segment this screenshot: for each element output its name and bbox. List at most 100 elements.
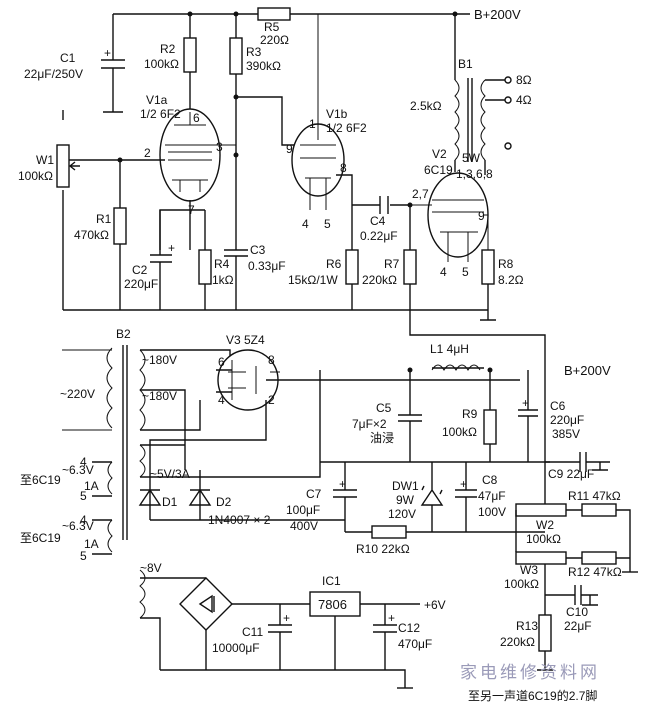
label-c5-note: 油浸 bbox=[370, 431, 394, 445]
label-r11: R11 47kΩ bbox=[568, 489, 621, 503]
svg-text:+: + bbox=[283, 611, 290, 625]
label-c3-val: 0.33μF bbox=[248, 259, 286, 273]
label-a1a: 1A bbox=[84, 479, 99, 493]
label-r13-val: 220kΩ bbox=[500, 635, 535, 649]
label-c11: C11 bbox=[242, 625, 263, 639]
w1-potentiometer bbox=[56, 144, 70, 188]
label-v2: V2 bbox=[432, 147, 447, 161]
label-v63a: ~6.3V bbox=[62, 463, 94, 477]
label-ic1: IC1 bbox=[322, 574, 341, 588]
label-b200-top: B+200V bbox=[474, 7, 521, 22]
label-to6c19-a: 至6C19 bbox=[20, 473, 61, 487]
label-r6-val: 15kΩ/1W bbox=[288, 273, 338, 287]
pin-h2-5: 5 bbox=[80, 549, 87, 563]
svg-text:+: + bbox=[168, 241, 175, 255]
label-b200-bottom: B+200V bbox=[564, 363, 611, 378]
pin-v1b-4: 4 bbox=[302, 217, 309, 231]
label-b1-imp: 2.5kΩ bbox=[410, 99, 442, 113]
label-v1b: V1b bbox=[326, 107, 348, 121]
svg-text:+: + bbox=[339, 477, 346, 491]
pin-v3-8: 8 bbox=[268, 353, 275, 367]
b1-primary-coil bbox=[454, 79, 460, 161]
label-r3-val: 390kΩ bbox=[246, 59, 281, 73]
label-v8: ~8V bbox=[140, 561, 162, 575]
pin-h1-5: 5 bbox=[80, 489, 87, 503]
r7-resistor bbox=[403, 249, 417, 285]
label-d2: D2 bbox=[216, 495, 232, 509]
label-r4-val: 1kΩ bbox=[212, 273, 234, 287]
label-r5-val: 220Ω bbox=[260, 33, 289, 47]
label-c9: C9 22μF bbox=[548, 467, 594, 481]
label-b2: B2 bbox=[116, 327, 131, 341]
label-w3-val: 100kΩ bbox=[504, 577, 539, 591]
label-r7: R7 bbox=[384, 257, 400, 271]
component-labels: B+200V R5 220Ω C1 22μF/250V R2 100kΩ R3 … bbox=[18, 7, 622, 703]
label-c10-val: 22μF bbox=[564, 619, 592, 633]
label-r9: R9 bbox=[462, 407, 478, 421]
label-r7-val: 220kΩ bbox=[362, 273, 397, 287]
label-v180b: ~180V bbox=[142, 389, 177, 403]
label-v1b-type: 1/2 6F2 bbox=[326, 121, 367, 135]
label-b1-w: 5W bbox=[462, 151, 481, 165]
label-r4: R4 bbox=[214, 257, 230, 271]
label-c5: C5 bbox=[376, 401, 392, 415]
label-r1: R1 bbox=[96, 212, 112, 226]
pin-v1a-7: 7 bbox=[188, 203, 195, 217]
pin-v1b-9: 9 bbox=[286, 142, 293, 156]
b2-filament-5v bbox=[139, 444, 146, 478]
label-r10: R10 22kΩ bbox=[356, 542, 410, 556]
label-c7-v: 400V bbox=[290, 519, 318, 533]
label-c1: C1 bbox=[60, 51, 76, 65]
b2-8v-secondary bbox=[139, 569, 146, 619]
svg-text:+: + bbox=[104, 46, 111, 60]
label-dw1: DW1 bbox=[392, 479, 419, 493]
pin-v1b-1: 1 bbox=[309, 117, 316, 131]
label-c6-val: 220μF bbox=[550, 413, 584, 427]
pin-v2-9: 9 bbox=[478, 209, 485, 223]
label-d1: D1 bbox=[162, 495, 178, 509]
label-v2-pins: 1,3,6,8 bbox=[456, 167, 493, 181]
label-c4: C4 bbox=[370, 214, 386, 228]
label-d-type: 1N4007 × 2 bbox=[208, 513, 271, 527]
label-to6c19-b: 至6C19 bbox=[20, 531, 61, 545]
r4-resistor bbox=[198, 249, 212, 285]
svg-text:+: + bbox=[388, 611, 395, 625]
label-w3: W3 bbox=[520, 563, 538, 577]
label-v5: ~5V/3A bbox=[150, 467, 190, 481]
pin-v1a-3: 3 bbox=[216, 140, 223, 154]
label-c1-val: 22μF/250V bbox=[24, 67, 83, 81]
label-dw1-v: 120V bbox=[388, 507, 416, 521]
label-r9-val: 100kΩ bbox=[442, 425, 477, 439]
label-ic1-type: 7806 bbox=[318, 597, 347, 612]
label-c10: C10 bbox=[566, 605, 588, 619]
r6-resistor bbox=[345, 249, 359, 285]
amplifier-section: + + bbox=[56, 7, 546, 510]
label-r8-val: 8.2Ω bbox=[498, 273, 524, 287]
b2-heater-b bbox=[107, 519, 113, 553]
label-b1: B1 bbox=[458, 57, 473, 71]
pin-v1a-6: 6 bbox=[193, 111, 200, 125]
label-c2: C2 bbox=[132, 263, 148, 277]
label-c5-val: 7μF×2 bbox=[352, 417, 387, 431]
l1-choke bbox=[431, 364, 481, 371]
label-c8-v: 100V bbox=[478, 505, 506, 519]
r8-resistor bbox=[481, 249, 495, 285]
label-w2-val: 100kΩ bbox=[526, 532, 561, 546]
label-c6-v: 385V bbox=[552, 427, 580, 441]
label-w1-val: 100kΩ bbox=[18, 169, 53, 183]
label-r2-val: 100kΩ bbox=[144, 57, 179, 71]
label-r1-val: 470kΩ bbox=[74, 228, 109, 242]
pin-v2-5: 5 bbox=[462, 265, 469, 279]
label-a1b: 1A bbox=[84, 537, 99, 551]
caption: 至另一声道6C19的2.7脚 bbox=[468, 688, 597, 703]
label-c12: C12 bbox=[398, 621, 420, 635]
label-c7: C7 bbox=[306, 487, 322, 501]
label-c4-val: 0.22μF bbox=[360, 229, 398, 243]
label-c12-val: 470μF bbox=[398, 637, 432, 651]
r13-resistor bbox=[538, 614, 552, 652]
watermark-text: 家电维修资料网 bbox=[460, 663, 600, 683]
pin-v2-27: 2,7 bbox=[412, 187, 429, 201]
label-c6: C6 bbox=[550, 399, 566, 413]
b2-heater-a bbox=[107, 461, 113, 495]
